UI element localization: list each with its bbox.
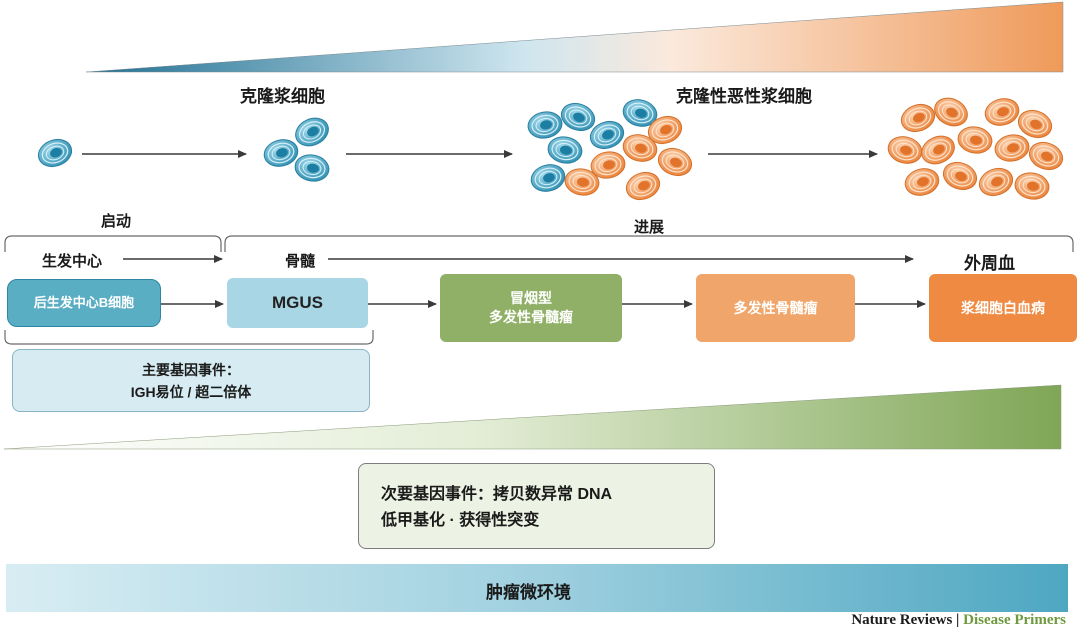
node-plasma-cell-leukemia-label: 浆细胞白血病 (961, 299, 1045, 316)
microenvironment-bar (6, 564, 1068, 612)
label-peripheral-blood: 外周血 (964, 254, 1015, 273)
secondary-events-box: 次要基因事件：拷贝数异常 DNA 低甲基化 · 获得性突变 (358, 463, 715, 549)
label-malignant-plasma: 克隆性恶性浆细胞 (676, 87, 812, 106)
node-mgus: MGUS (227, 278, 368, 328)
node-post-gc-b-cell-label: 后生发中心B细胞 (33, 295, 135, 311)
primary-events-title: 主要基因事件： (142, 362, 240, 378)
node-multiple-myeloma: 多发性骨髓瘤 (696, 274, 855, 342)
secondary-events-wedge (3, 384, 1062, 450)
node-mgus-label: MGUS (272, 292, 323, 312)
secondary-events-line1: 次要基因事件：拷贝数异常 DNA (381, 486, 613, 503)
node-smouldering-mm: 冒烟型 多发性骨髓瘤 (440, 274, 622, 342)
single-b-cell (33, 134, 77, 172)
credit-line: Nature Reviews | Disease Primers (851, 612, 1066, 629)
initiation-bracket (4, 235, 222, 252)
node-multiple-myeloma-label: 多发性骨髓瘤 (733, 299, 818, 316)
top-progression-wedge (85, 1, 1064, 73)
label-germinal-center: 生发中心 (42, 253, 103, 270)
primary-events-box: 主要基因事件： IGH易位 / 超二倍体 (12, 349, 370, 412)
label-bone-marrow: 骨髓 (285, 253, 316, 270)
node-post-gc-b-cell: 后生发中心B细胞 (7, 279, 161, 327)
credit-journal: Nature Reviews (851, 612, 953, 628)
clonal-plasma-cluster (260, 112, 334, 185)
label-clonal-plasma: 克隆浆细胞 (240, 87, 325, 106)
mixed-plasma-cluster (525, 95, 697, 205)
malignant-plasma-cluster (884, 92, 1068, 203)
bone-marrow-bracket (4, 330, 374, 345)
credit-series: Disease Primers (963, 612, 1066, 628)
label-microenvironment: 肿瘤微环境 (486, 583, 571, 602)
primary-events-detail: IGH易位 / 超二倍体 (130, 383, 252, 400)
secondary-events-line2: 低甲基化 · 获得性突变 (381, 512, 540, 530)
label-initiation: 启动 (101, 213, 132, 230)
node-smouldering-mm-label: 冒烟型 多发性骨髓瘤 (489, 290, 573, 325)
node-plasma-cell-leukemia: 浆细胞白血病 (929, 274, 1077, 342)
progression-bracket (224, 235, 1074, 252)
credit-separator: | (956, 612, 960, 628)
label-progression: 进展 (634, 219, 665, 236)
